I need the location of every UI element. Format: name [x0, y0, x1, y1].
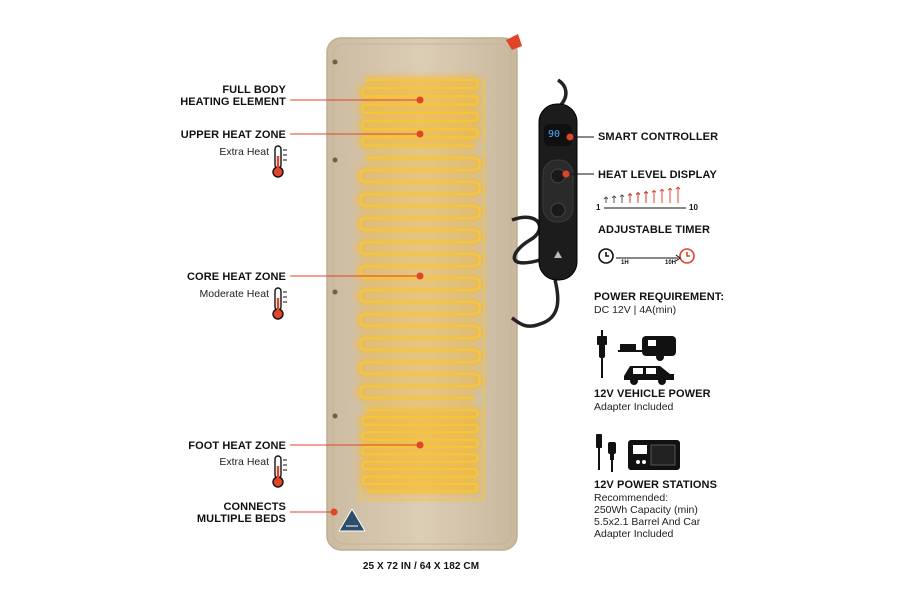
- power-requirement-title: POWER REQUIREMENT:: [594, 291, 725, 303]
- upper-zone-label: UPPER HEAT ZONE: [180, 129, 286, 141]
- heat-level-arrows-icon: [603, 186, 681, 203]
- callout-dot-foot: [416, 441, 424, 449]
- thermometer-icon: [272, 145, 287, 178]
- timer-10h-icon: [679, 248, 695, 264]
- full-body-label: FULL BODY HEATING ELEMENT: [180, 84, 286, 108]
- core-zone-label: CORE HEAT ZONE: [187, 271, 286, 283]
- power-station-icon: [628, 440, 680, 470]
- camper-trailer-icon: [618, 336, 676, 361]
- heat-level-label: HEAT LEVEL DISPLAY: [598, 169, 717, 181]
- power-cable: [511, 215, 542, 265]
- foot-zone-sub: Extra Heat: [219, 456, 269, 468]
- dimensions-label: 25 X 72 IN / 64 X 182 CM: [362, 561, 480, 572]
- controller-display-value: 90: [548, 129, 561, 140]
- upper-zone-sub: Extra Heat: [219, 146, 269, 158]
- callout-dot-core: [416, 272, 424, 280]
- car-plug-icon: [597, 330, 607, 378]
- thermometer-icons: [272, 145, 287, 488]
- timer-1h-icon: [598, 248, 614, 264]
- mat-tag-icon: [506, 34, 522, 50]
- callout-dot-heat-display: [562, 170, 570, 178]
- vehicle-power-sub: Adapter Included: [594, 401, 674, 413]
- heat-scale-max: 10: [689, 203, 698, 212]
- vehicle-power-title: 12V VEHICLE POWER: [594, 388, 711, 400]
- timer-min: 1H: [621, 260, 629, 266]
- callout-dot-upper: [416, 130, 424, 138]
- power-requirement-value: DC 12V | 4A(min): [594, 304, 677, 316]
- heating-element-coil: [358, 78, 485, 501]
- smart-controller-label: SMART CONTROLLER: [598, 131, 719, 143]
- controller-cable: [510, 279, 560, 328]
- timer-max: 10H: [665, 260, 677, 266]
- thermometer-icon: [272, 287, 287, 320]
- timer-label: ADJUSTABLE TIMER: [598, 224, 711, 236]
- core-zone-sub: Moderate Heat: [199, 288, 269, 300]
- suv-icon: [624, 366, 674, 385]
- callout-dot-smart-controller: [566, 133, 574, 141]
- barrel-plug-icon: [596, 434, 602, 470]
- callout-dot-full-body: [416, 96, 424, 104]
- callout-dot-connects: [330, 508, 338, 516]
- brand-logo-icon: [338, 508, 366, 532]
- power-stations-title: 12V POWER STATIONS: [594, 479, 718, 491]
- connects-label: CONNECTS MULTIPLE BEDS: [196, 501, 286, 525]
- controller-up-arrow-icon: [554, 251, 562, 258]
- car-adapter-icon: [608, 442, 616, 472]
- thermometer-icon: [272, 455, 287, 488]
- power-stations-details: Recommended: 250Wh Capacity (min) 5.5x2.…: [594, 492, 701, 540]
- foot-zone-label: FOOT HEAT ZONE: [188, 440, 286, 452]
- heat-scale-min: 1: [596, 203, 601, 212]
